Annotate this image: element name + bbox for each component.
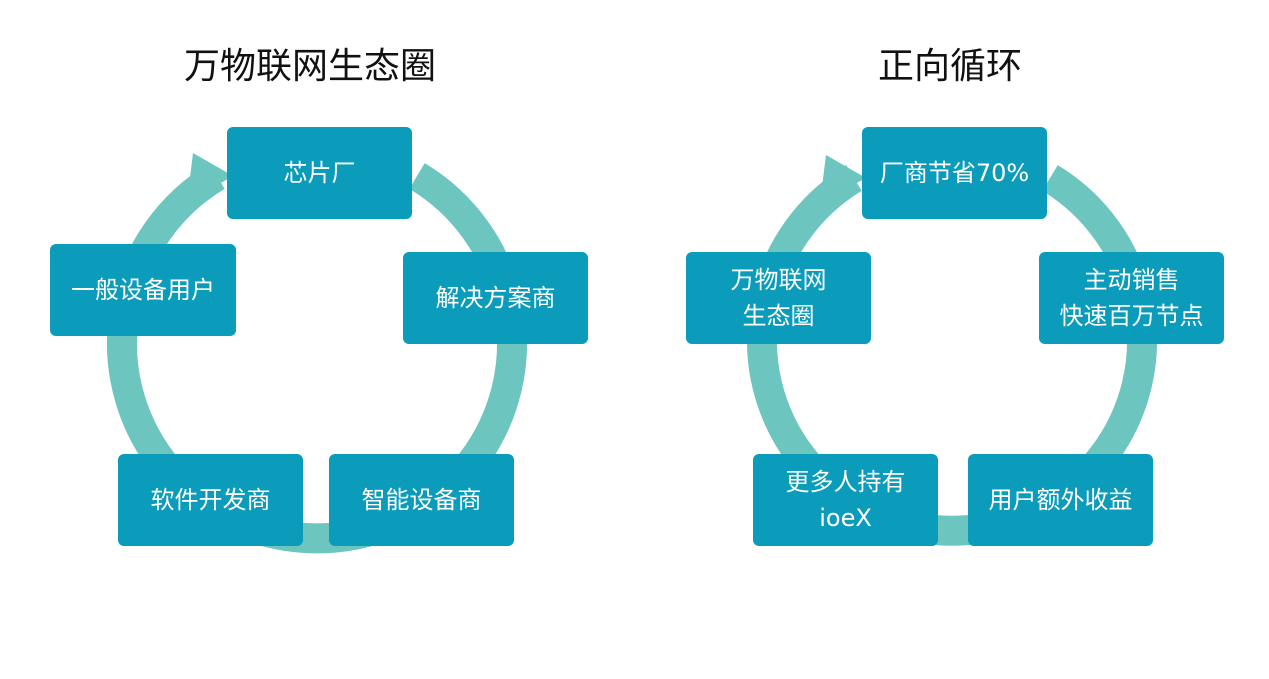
right-node-label-line1: 更多人持有 [785, 468, 906, 496]
left-ring-arrowhead [187, 153, 233, 203]
right-node-user-extra-income: 用户额外收益 [968, 454, 1153, 546]
right-node-label-line2: 快速百万节点 [1059, 302, 1204, 330]
left-node-smart-device-maker: 智能设备商 [329, 454, 514, 546]
left-node-label: 智能设备商 [361, 486, 482, 514]
right-node-maker-savings: 厂商节省70% [862, 127, 1047, 219]
right-node-iot-ecosystem: 万物联网 生态圈 [686, 252, 871, 344]
left-node-label: 芯片厂 [283, 159, 356, 187]
right-node-label-line1: 万物联网 [730, 266, 827, 294]
right-node-label: 厂商节省70% [879, 159, 1030, 187]
right-diagram-title: 正向循环 [877, 46, 1022, 87]
right-node-label: 用户额外收益 [988, 486, 1133, 514]
right-node-more-holders: 更多人持有 ioeX [753, 454, 938, 546]
right-node-label-line2: 生态圈 [742, 302, 815, 330]
right-node-label-line2: ioeX [819, 504, 872, 532]
left-node-label: 软件开发商 [150, 486, 271, 514]
right-node-active-sales: 主动销售 快速百万节点 [1039, 252, 1224, 344]
left-diagram-title: 万物联网生态圈 [183, 46, 436, 87]
right-ring-arrowhead [820, 155, 866, 203]
left-node-solution-provider: 解决方案商 [403, 252, 588, 344]
left-node-label: 解决方案商 [435, 284, 556, 312]
left-node-software-developer: 软件开发商 [118, 454, 303, 546]
left-node-label: 一般设备用户 [71, 276, 215, 304]
left-node-chip-maker: 芯片厂 [227, 127, 412, 219]
right-node-label-line1: 主动销售 [1083, 266, 1180, 294]
left-node-general-device-user: 一般设备用户 [50, 244, 236, 336]
